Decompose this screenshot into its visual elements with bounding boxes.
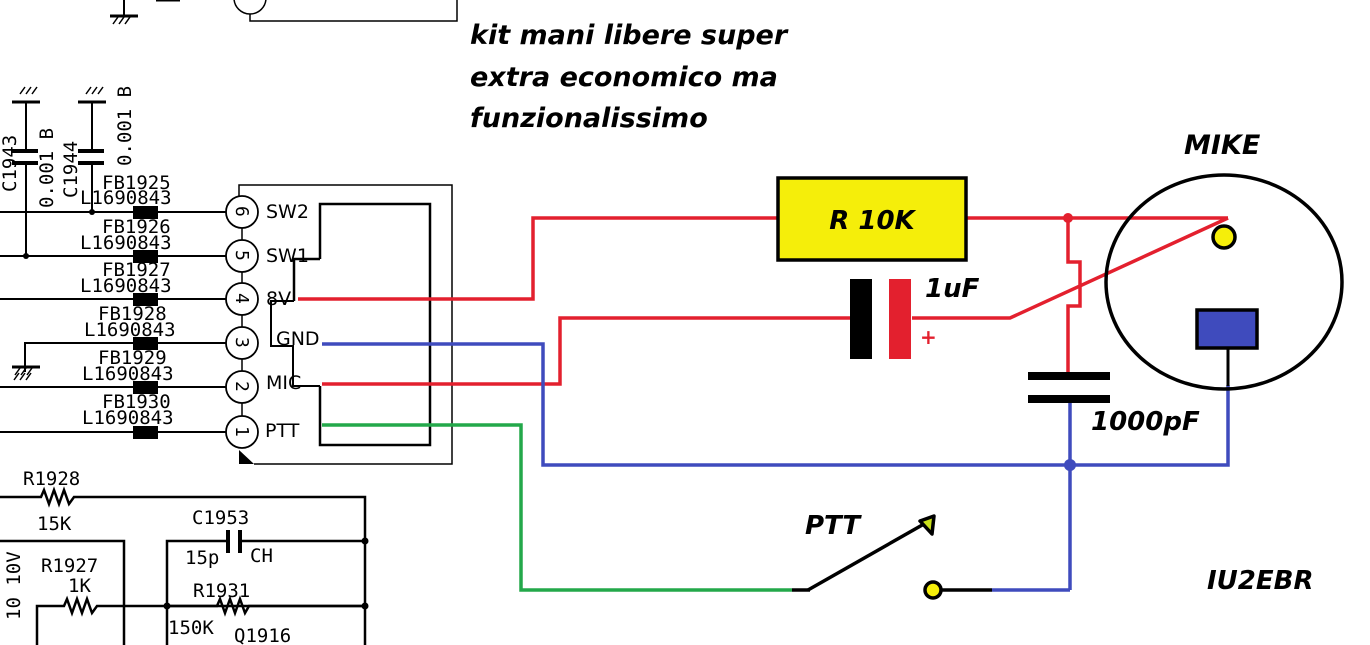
cap-1000pf-label: 1000pF — [1091, 407, 1200, 437]
title-line-2: extra economico ma — [470, 62, 778, 93]
title-block: kit mani libere super extra economico ma… — [470, 20, 789, 134]
r1927-ref: R1927 — [41, 555, 98, 577]
mike-positive-contact — [1211, 224, 1237, 250]
ptt-switch: PTT — [792, 511, 992, 600]
pin-name-5: SW1 — [266, 245, 309, 267]
c1953-value: 15p — [185, 547, 219, 569]
fb-label-3: FB1928 — [98, 303, 167, 325]
ptt-upper-contact — [918, 514, 936, 536]
cap-c1943: C1943 0.001 B — [0, 86, 58, 259]
wire-branch-cap — [1066, 218, 1082, 374]
connector-pins: FB1925 L1690843 6 SW2 FB1926 L1690843 5 … — [0, 172, 453, 465]
pin-num-1: 1 — [231, 426, 252, 437]
r1931-value: 150K — [168, 617, 214, 639]
cap-1uf-label: 1uF — [925, 274, 980, 304]
r1928-ref: R1928 — [23, 468, 80, 490]
pin-name-6: SW2 — [266, 201, 309, 223]
part-label-4: L1690843 — [80, 275, 172, 297]
fb-label-5: FB1926 — [102, 216, 171, 238]
resistor-r10k: R 10K — [776, 176, 968, 262]
wire-cap-to-mike — [912, 216, 1229, 320]
pin-name-3: GND — [276, 328, 320, 350]
pin-name-4: 8V — [266, 288, 291, 310]
resistor-label: R 10K — [829, 206, 916, 236]
author-label: IU2EBR — [1207, 566, 1313, 596]
pin-num-4: 4 — [231, 293, 252, 304]
c1953-type: CH — [250, 545, 273, 567]
fb-label-6: FB1925 — [102, 172, 171, 194]
wire-mic — [322, 316, 852, 386]
mike-label: MIKE — [1184, 130, 1261, 161]
pin-name-1: PTT — [265, 420, 300, 442]
c1943-value: 0.001 B — [36, 128, 58, 208]
pin-num-2: 2 — [231, 381, 252, 392]
title-line-1: kit mani libere super — [470, 20, 789, 51]
cap-c1944: C1944 0.001 B — [60, 86, 136, 215]
part-label-1: L1690843 — [82, 407, 174, 429]
part-label-6: L1690843 — [80, 187, 172, 209]
side-label: 10 10V — [3, 551, 25, 620]
r1931-ref: R1931 — [193, 580, 250, 602]
fb-label-4: FB1927 — [102, 259, 171, 281]
ptt-lower-contact — [923, 580, 943, 600]
fb-label-1: FB1930 — [102, 391, 171, 413]
cap-polarity-plus: + — [920, 325, 937, 349]
pin-num-6: 6 — [231, 206, 252, 217]
pin-num-5: 5 — [231, 250, 252, 261]
wire-gnd — [322, 342, 1230, 467]
c1943-ref: C1943 — [0, 135, 21, 192]
capacitor-1000pf: 1000pF — [1028, 372, 1200, 437]
wire-ptt — [322, 423, 792, 592]
c1944-ref: C1944 — [60, 141, 82, 198]
wire-8v — [298, 216, 778, 301]
top-remnant — [110, 0, 458, 25]
pin-name-2: MIC — [266, 372, 301, 394]
q1916-ref: Q1916 — [234, 625, 291, 645]
c1953-ref: C1953 — [192, 507, 249, 529]
r1927-value: 1K — [68, 575, 91, 597]
title-line-3: funzionalissimo — [470, 103, 708, 134]
wires — [298, 213, 1230, 592]
part-label-5: L1690843 — [80, 232, 172, 254]
pin-num-3: 3 — [231, 337, 252, 348]
ptt-switch-label: PTT — [805, 511, 862, 541]
mike-ground-pad — [1195, 308, 1259, 350]
microphone-mike: MIKE — [1104, 130, 1344, 391]
capacitor-1uf: 1uF + — [850, 274, 980, 359]
radio-bottom-schematic: R1928 15K 10 10V R1927 1K C1953 15p CH R… — [0, 468, 369, 645]
r1928-value: 15K — [37, 513, 72, 535]
fb-label-2: FB1929 — [98, 347, 167, 369]
part-label-2: L1690843 — [82, 363, 174, 385]
part-label-3: L1690843 — [84, 319, 176, 341]
c1944-value: 0.001 B — [114, 86, 136, 166]
